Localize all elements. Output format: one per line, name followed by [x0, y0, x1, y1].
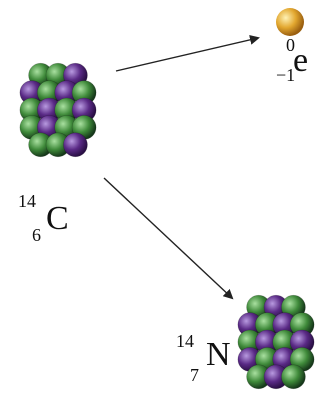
nitrogen-mass-number: 14	[176, 332, 194, 350]
electron-symbol: e	[293, 44, 308, 78]
nitrogen-14-nucleus	[238, 295, 314, 389]
arrow-to-nitrogen	[104, 178, 232, 298]
nitrogen-symbol: N	[206, 338, 231, 372]
nitrogen-neutron	[281, 365, 305, 389]
electron-label: 0 −1 e	[276, 36, 332, 92]
carbon-14-nucleus	[20, 63, 96, 157]
electron-particle	[276, 8, 304, 36]
carbon-atomic-number: 6	[32, 226, 41, 244]
nitrogen-14-label: 14 7 N	[176, 332, 236, 392]
nitrogen-atomic-number: 7	[190, 366, 199, 384]
carbon-proton	[63, 133, 87, 157]
arrow-to-electron	[116, 38, 258, 71]
carbon-14-label: 14 6 C	[18, 192, 78, 252]
carbon-mass-number: 14	[18, 192, 36, 210]
carbon-symbol: C	[46, 202, 69, 236]
